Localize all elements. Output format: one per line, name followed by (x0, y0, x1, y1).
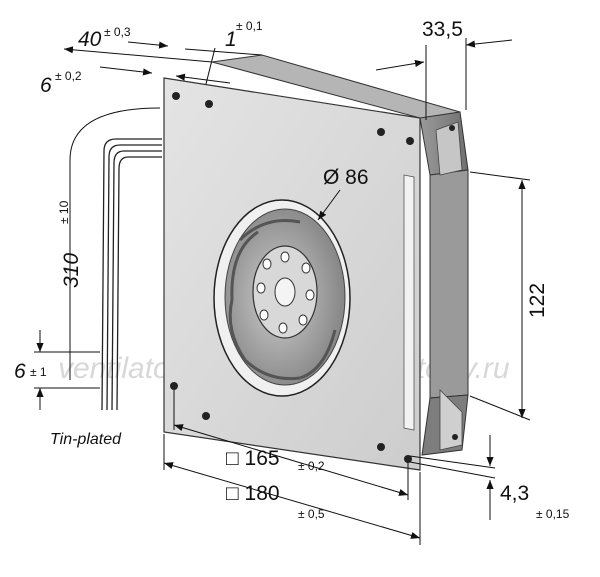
dim-1-value: 1 (225, 28, 237, 51)
cable-leads (101, 138, 162, 411)
dim-310-value: 310 (60, 253, 83, 288)
dim-122-value: 122 (526, 283, 549, 318)
dim-6-top-value: 6 (40, 74, 52, 97)
impeller (213, 199, 351, 397)
dim-335-value: 33,5 (422, 18, 463, 41)
dim-180-value: □ 180 (226, 482, 280, 505)
dimension-labels: 40 ± 0,3 1 ± 0,1 6 ± 0,2 33,5 Ø 86 310 ±… (14, 18, 570, 521)
dim-165-value: □ 165 (226, 447, 280, 470)
dim-1-tolerance: ± 0,1 (236, 19, 263, 33)
dim-40-value: 40 (78, 28, 102, 51)
dim-43-tolerance: ± 0,15 (536, 507, 570, 521)
dim-310-tolerance: ± 10 (57, 200, 71, 224)
dim-6-top-tolerance: ± 0,2 (55, 69, 82, 83)
dim-6-strip-value: 6 (14, 360, 26, 383)
dim-6-strip-tolerance: ± 1 (30, 365, 47, 379)
fan-housing (211, 54, 469, 456)
dim-180-tolerance: ± 0,5 (298, 507, 325, 521)
dim-43-value: 4,3 (500, 482, 529, 505)
tin-plated-note: Tin-plated (50, 431, 122, 448)
dim-diameter-value: Ø 86 (323, 166, 369, 189)
dim-40-tolerance: ± 0,3 (104, 25, 131, 39)
dim-165-tolerance: ± 0,2 (298, 459, 325, 473)
